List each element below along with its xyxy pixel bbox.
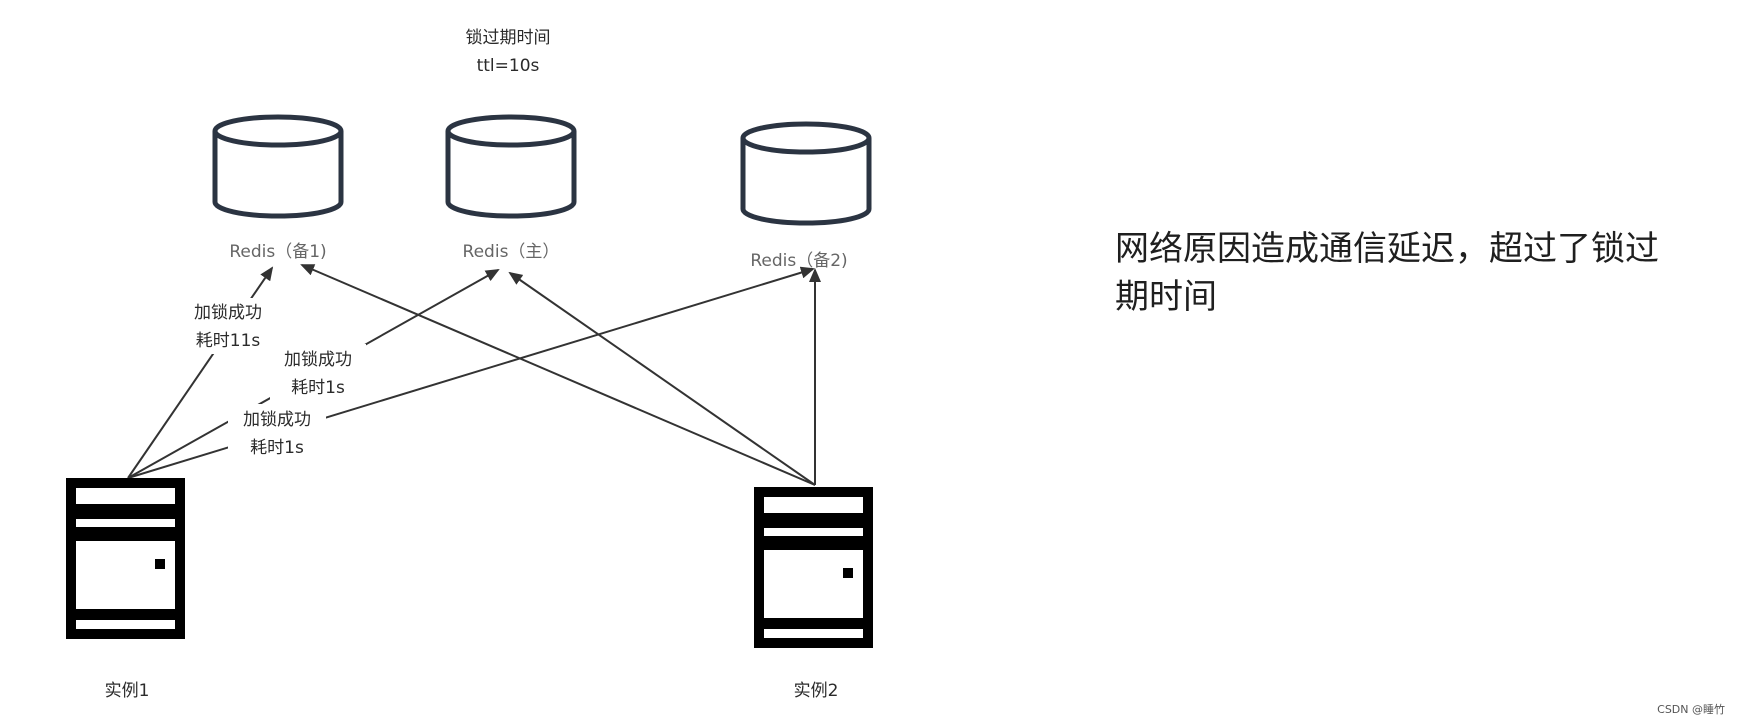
csdn-watermark: CSDN @睡竹 <box>1657 703 1725 716</box>
svg-text:耗时11s: 耗时11s <box>196 331 261 351</box>
svg-text:加锁成功: 加锁成功 <box>284 350 352 370</box>
edge-label-master: 加锁成功 耗时1s <box>270 344 366 400</box>
redis-backup2-label: Redis（备2) <box>750 251 847 271</box>
svg-text:加锁成功: 加锁成功 <box>194 303 262 323</box>
svg-text:耗时1s: 耗时1s <box>250 438 304 458</box>
redis-master-label: Redis（主） <box>463 242 560 262</box>
arrow-instance2-to-backup1 <box>300 264 816 486</box>
redis-backup1-cylinder-icon <box>212 114 344 219</box>
instance1-server-icon <box>66 478 185 639</box>
redis-backup1-label: Redis（备1) <box>229 242 326 262</box>
ttl-note-line2: ttl=10s <box>477 56 540 76</box>
svg-text:耗时1s: 耗时1s <box>291 378 345 398</box>
edge-label-backup1: 加锁成功 耗时11s <box>180 298 278 354</box>
instance2-label: 实例2 <box>794 681 839 701</box>
redis-master-cylinder-icon <box>445 114 577 219</box>
instance1-label: 实例1 <box>105 681 150 701</box>
arrow-instance2-to-master <box>508 271 816 486</box>
instance2-server-icon <box>754 487 873 648</box>
ttl-note-line1: 锁过期时间 <box>466 28 551 48</box>
svg-text:加锁成功: 加锁成功 <box>243 410 311 430</box>
explanation-line2: 期时间 <box>1115 277 1217 317</box>
explanation-text: 网络原因造成通信延迟，超过了锁过 期时间 <box>1115 225 1735 321</box>
redis-backup2-cylinder-icon <box>740 121 872 226</box>
edge-label-backup2: 加锁成功 耗时1s <box>228 404 326 460</box>
explanation-line1: 网络原因造成通信延迟，超过了锁过 <box>1115 229 1659 269</box>
